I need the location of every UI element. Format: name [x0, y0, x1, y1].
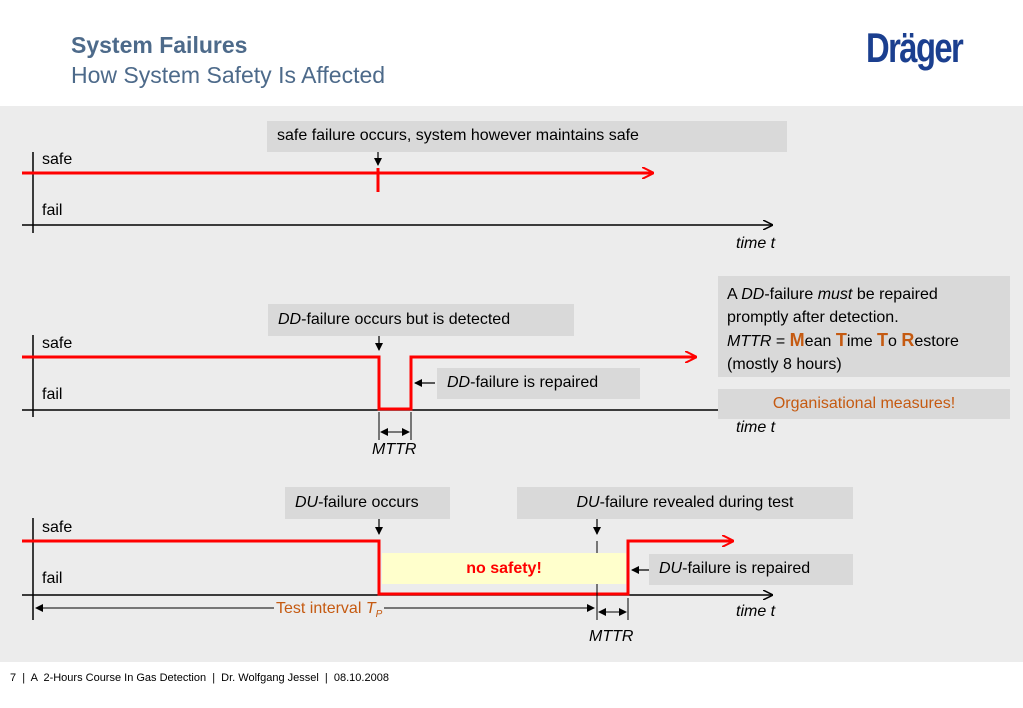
d1-safe-label: safe [42, 151, 73, 168]
d1-note-text: safe failure occurs, system however main… [277, 127, 639, 144]
footer-page-number: 7 [10, 672, 17, 684]
d2-info-line2: promptly after detection. [727, 309, 899, 326]
info-dd: DD [741, 286, 765, 303]
d3-repaired-box: DU-failure is repaired [649, 554, 853, 585]
d3-signal [22, 541, 733, 596]
d3-occurs-prefix: DU [295, 494, 319, 511]
d3-revealed-prefix: DU [576, 494, 600, 511]
d2-info-line1: A DD-failure must be repaired [727, 283, 1001, 306]
info-text: be repaired [852, 286, 938, 303]
d1-note-box: safe failure occurs, system however main… [267, 121, 787, 152]
d2-info-box: A DD-failure must be repaired promptly a… [718, 276, 1010, 377]
info-text: ime [846, 333, 878, 350]
page-title: System Failures [71, 32, 248, 58]
d2-time-label: time t [736, 419, 776, 436]
test-interval-label: Test interval TP [274, 600, 385, 621]
d3-mttr-label: MTTR [589, 628, 634, 645]
info-text: ean [804, 333, 836, 350]
info-letter-m: M [789, 330, 805, 350]
d2-note-suffix: -failure occurs but is detected [301, 311, 511, 328]
d3-repaired-prefix: DU [659, 560, 683, 577]
d2-repaired-prefix: DD [447, 374, 471, 391]
info-text: o [888, 333, 902, 350]
d2-signal [22, 357, 696, 411]
d2-note-prefix: DD [278, 311, 302, 328]
tp-subscript: P [375, 609, 383, 621]
d3-occurs-box: DU-failure occurs [285, 487, 450, 519]
d2-info-line3: MTTR = Mean Time To Restore [727, 329, 1001, 353]
info-text: estore [914, 333, 959, 350]
test-interval-text: Test interval [276, 600, 366, 617]
footer-date: 08.10.2008 [333, 672, 389, 684]
d2-repaired-suffix: -failure is repaired [470, 374, 599, 391]
info-text: = [771, 333, 790, 350]
info-text: A [727, 286, 742, 303]
org-measures-box: Organisational measures! [718, 389, 1010, 419]
d2-repaired-box: DD-failure is repaired [437, 368, 640, 399]
info-letter-t: T [835, 330, 847, 350]
footer-course: A 2-Hours Course In Gas Detection [30, 672, 207, 684]
tp-symbol: T [365, 600, 376, 617]
info-must: must [817, 286, 853, 303]
page-subtitle: How System Safety Is Affected [71, 62, 386, 88]
d1-time-label: time t [736, 235, 776, 252]
d3-repaired-suffix: -failure is repaired [682, 560, 811, 577]
d3-time-label: time t [736, 603, 776, 620]
info-text: -failure [764, 286, 818, 303]
d3-fail-label: fail [42, 570, 63, 587]
footer: 7 | A 2-Hours Course In Gas Detection | … [10, 672, 389, 684]
info-letter-r: R [901, 330, 915, 350]
d3-revealed-suffix: -failure revealed during test [599, 494, 794, 511]
d2-fail-label: fail [42, 386, 63, 403]
footer-author: Dr. Wolfgang Jessel [221, 672, 319, 684]
info-mttr: MTTR [727, 333, 772, 350]
d3-occurs-suffix: -failure occurs [318, 494, 419, 511]
no-safety-zone: no safety! [382, 553, 626, 584]
d3-revealed-box: DU-failure revealed during test [517, 487, 853, 519]
d2-safe-label: safe [42, 335, 73, 352]
d2-note-box: DD-failure occurs but is detected [268, 304, 574, 336]
info-letter-t: T [877, 330, 889, 350]
d2-mttr-label: MTTR [372, 441, 417, 458]
d2-info-line4: (mostly 8 hours) [727, 356, 842, 373]
d3-safe-label: safe [42, 519, 73, 536]
d1-fail-label: fail [42, 202, 63, 219]
brand-logo: Dräger [866, 24, 964, 71]
